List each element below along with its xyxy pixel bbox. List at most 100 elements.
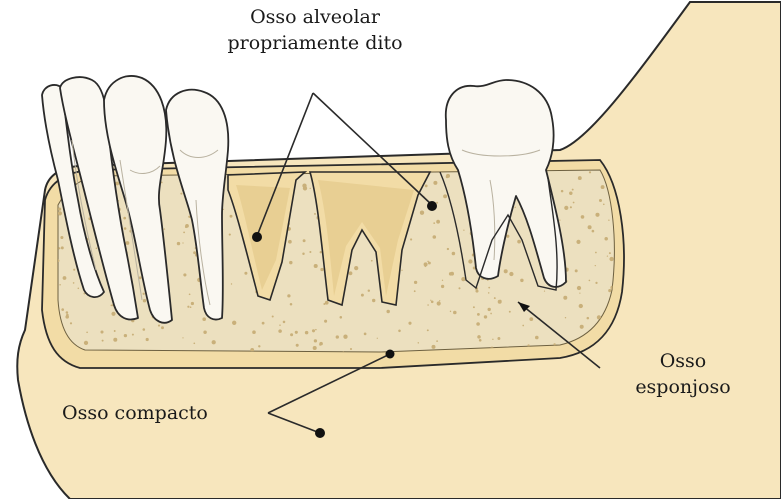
speckle	[288, 240, 292, 244]
speckle	[569, 192, 572, 195]
speckle	[158, 325, 160, 327]
speckle	[517, 240, 521, 244]
speckle	[223, 209, 224, 210]
speckle	[313, 346, 317, 350]
speckle	[581, 215, 585, 219]
speckle	[436, 340, 438, 342]
speckle	[229, 234, 231, 236]
speckle	[579, 293, 580, 294]
speckle	[59, 284, 61, 286]
speckle	[520, 279, 523, 282]
speckle	[595, 252, 597, 254]
speckle	[461, 277, 465, 281]
label-spongy-line1: Osso	[628, 348, 738, 374]
speckle	[433, 235, 437, 239]
label-spongy-bone: Osso esponjoso	[628, 348, 738, 400]
speckle	[561, 190, 564, 193]
speckle	[230, 215, 233, 218]
speckle	[592, 230, 595, 233]
speckle	[325, 301, 329, 305]
speckle	[509, 311, 511, 313]
speckle	[578, 176, 582, 180]
speckle	[484, 315, 487, 318]
speckle	[450, 311, 451, 312]
speckle	[580, 325, 584, 329]
speckle	[410, 238, 412, 240]
speckle	[58, 247, 60, 249]
speckle	[488, 287, 490, 289]
speckle	[164, 228, 165, 229]
speckle	[183, 231, 185, 233]
speckle	[398, 330, 401, 333]
speckle	[535, 336, 539, 340]
speckle	[354, 266, 358, 270]
speckle	[124, 334, 127, 337]
speckle	[599, 199, 602, 202]
speckle	[364, 333, 367, 336]
speckle	[414, 290, 416, 292]
speckle	[78, 288, 80, 290]
speckle	[70, 322, 72, 324]
speckle	[604, 237, 608, 241]
speckle	[564, 206, 568, 210]
speckle	[607, 255, 608, 256]
speckle	[180, 193, 182, 195]
label-spongy-line2: esponjoso	[628, 374, 738, 400]
speckle	[183, 273, 186, 276]
label-alveolar-line2: propriamente dito	[215, 30, 415, 56]
speckle	[190, 306, 192, 308]
speckle	[60, 236, 63, 239]
speckle	[319, 343, 321, 345]
speckle	[324, 320, 327, 323]
speckle	[442, 280, 443, 281]
speckle	[498, 300, 502, 304]
speckle	[565, 317, 566, 318]
speckle	[589, 171, 591, 173]
speckle	[443, 194, 447, 198]
speckle	[189, 293, 191, 295]
speckle	[314, 213, 316, 215]
speckle	[132, 334, 134, 336]
speckle	[231, 283, 232, 284]
speckle	[302, 253, 304, 255]
speckle	[65, 315, 69, 319]
speckle	[386, 310, 389, 313]
speckle	[100, 330, 103, 333]
speckle	[572, 189, 574, 191]
speckle	[161, 326, 164, 329]
speckle	[473, 306, 475, 308]
speckle	[124, 227, 127, 230]
speckle	[432, 345, 436, 349]
speckle	[102, 340, 104, 342]
speckle	[191, 302, 194, 305]
speckle	[96, 248, 98, 250]
speckle	[290, 303, 293, 306]
speckle	[296, 344, 299, 347]
speckle	[441, 285, 444, 288]
speckle	[608, 289, 611, 292]
speckle	[424, 262, 428, 266]
speckle	[609, 252, 611, 254]
speckle	[595, 282, 597, 284]
speckle	[61, 246, 64, 249]
speckle	[570, 206, 572, 208]
speckle	[114, 330, 116, 332]
speckle	[575, 269, 578, 272]
speckle	[436, 220, 440, 224]
speckle	[336, 335, 339, 338]
speckle	[587, 317, 590, 320]
speckle	[522, 325, 524, 327]
speckle	[58, 208, 61, 211]
speckle	[182, 242, 183, 243]
speckle	[588, 225, 592, 229]
speckle	[430, 300, 431, 301]
speckle	[401, 270, 402, 271]
speckle	[595, 265, 596, 266]
speckle	[477, 313, 480, 316]
speckle	[479, 339, 482, 342]
speckle	[595, 213, 599, 217]
speckle	[468, 259, 472, 263]
speckle	[349, 271, 353, 275]
speckle	[73, 282, 75, 284]
